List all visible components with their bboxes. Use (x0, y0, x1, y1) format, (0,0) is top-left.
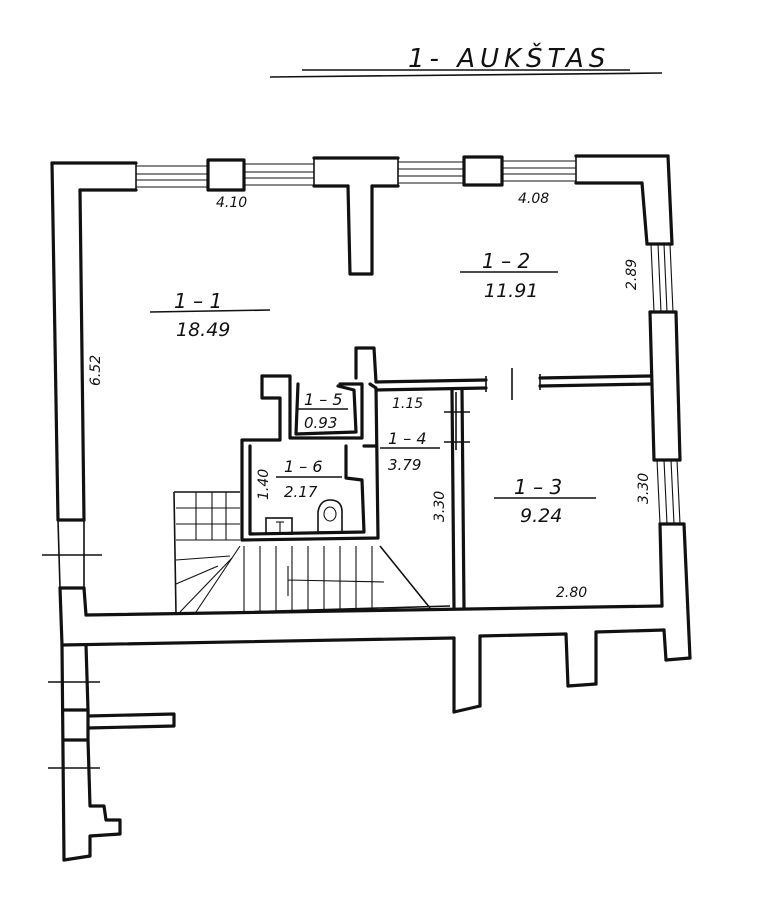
plan-title-text: 1- AUKŠTAS (408, 42, 610, 74)
window-right-1 (650, 243, 674, 313)
dimension-room6-depth: 1.40 (256, 469, 272, 500)
wall-pier (206, 158, 246, 192)
dimension-room3-depth: 3.30 (636, 473, 652, 504)
title-underline-long (269, 72, 663, 78)
dimensions: 4.10 4.08 6.52 2.89 3.30 3.30 1.15 2.80 … (88, 191, 652, 601)
wall-pier (462, 155, 504, 187)
room-1-4: 1 – 4 3.79 (380, 429, 440, 474)
dimension-room1-depth: 6.52 (88, 355, 104, 386)
room-number: 1 – 2 (482, 249, 530, 273)
room-1-6: 1 – 6 2.17 (276, 457, 342, 501)
room-number: 1 – 6 (284, 457, 323, 476)
dimension-room2-depth: 2.89 (624, 259, 640, 290)
windows (42, 156, 681, 589)
window-right-2 (656, 459, 681, 525)
bathroom-fixtures (265, 499, 343, 535)
room-area: 11.91 (484, 280, 538, 302)
room-area: 0.93 (304, 414, 337, 432)
sink-icon (265, 517, 293, 535)
room-number: 1 – 4 (388, 429, 427, 448)
room-1-3: 1 – 3 9.24 (494, 475, 596, 527)
plan-title: 1- AUKŠTAS (269, 42, 663, 78)
room-area: 2.17 (284, 483, 318, 501)
dimension-room2-width: 4.08 (518, 191, 549, 207)
room-number: 1 – 1 (174, 289, 222, 313)
room-area: 3.79 (388, 456, 421, 474)
exterior-annex (48, 643, 176, 862)
dimension-room4-depth: 3.30 (432, 491, 448, 522)
window-top-1 (135, 163, 208, 190)
window-top-2 (244, 158, 315, 186)
room-1-5: 1 – 5 0.93 (298, 390, 348, 432)
door-left-exterior (42, 519, 102, 589)
room-1-1: 1 – 1 18.49 (149, 289, 271, 341)
room-area: 9.24 (520, 505, 562, 527)
window-top-3 (397, 158, 464, 186)
room-number: 1 – 3 (514, 475, 562, 499)
room-1-2: 1 – 2 11.91 (460, 249, 558, 302)
dimension-room3-width: 2.80 (556, 585, 587, 601)
staircase (173, 491, 451, 615)
dimension-room1-width: 4.10 (216, 195, 247, 211)
window-top-4 (502, 156, 577, 183)
room-number: 1 – 5 (304, 390, 343, 409)
dimension-room4-width: 1.15 (392, 396, 423, 412)
toilet-icon (317, 499, 343, 533)
interior-walls (240, 184, 654, 610)
room-area: 18.49 (176, 319, 230, 341)
